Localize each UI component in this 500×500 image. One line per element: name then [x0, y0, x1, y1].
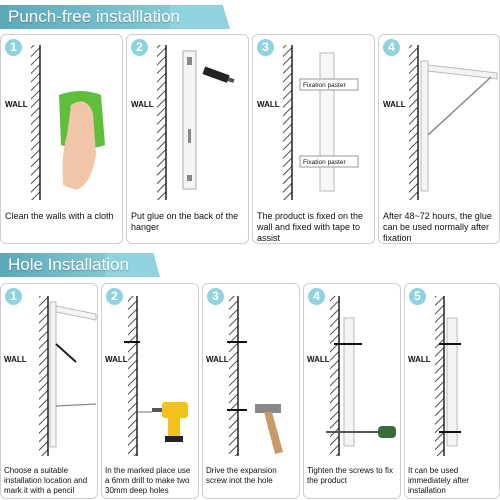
- step-caption: Drive the expansion screw inot the hole: [206, 466, 277, 485]
- step-card-top-3: 3 WALL Fixation paster Fixation paster T…: [252, 34, 375, 244]
- svg-text:Fixation paster: Fixation paster: [303, 159, 346, 166]
- wall-label: WALL: [307, 355, 330, 364]
- step-card-bottom-5: 5 WALL It can be used immediately after …: [404, 283, 500, 499]
- wall-label: WALL: [4, 355, 27, 364]
- section-title: Hole Installation: [8, 255, 129, 274]
- wall-label: WALL: [131, 100, 154, 109]
- wall-label: WALL: [383, 100, 406, 109]
- section-title: Punch-free installlation: [8, 7, 180, 26]
- step-card-bottom-2: 2 WALL In the marked place use a 6mm dri…: [101, 283, 199, 499]
- fixation-paster-top: [299, 78, 359, 91]
- step-caption: After 48~72 hours, the glue can be used …: [383, 211, 492, 243]
- installed-illustration: WALL: [383, 45, 498, 200]
- step-caption: In the marked place use a 6mm drill to m…: [105, 466, 191, 495]
- screwdriver-icon: [326, 426, 396, 438]
- step-card-top-1: 1 WALL Clean the walls with a cloth: [0, 34, 123, 244]
- arm-icon: [427, 64, 498, 80]
- drill-icon: [152, 402, 188, 442]
- wall-label: WALL: [408, 355, 431, 364]
- finished-illustration: WALL: [408, 296, 461, 456]
- fixation-illustration: WALL Fixation paster Fixation paster: [257, 45, 359, 200]
- step-caption: It can be used immediately after install…: [408, 466, 469, 495]
- hanger-icon: [319, 52, 335, 192]
- banner-hole-installation: Hole Installation: [0, 250, 160, 280]
- step-number: 3: [257, 39, 274, 56]
- wall-label: WALL: [206, 355, 229, 364]
- glue-illustration: WALL: [131, 45, 235, 200]
- step-card-top-4: 4 WALL After 48~72 hours, the glue can b…: [378, 34, 500, 244]
- drill-illustration: WALL: [105, 296, 188, 456]
- hanger-back-icon: [182, 50, 197, 190]
- step-caption: Put glue on the back of the hanger: [131, 211, 239, 232]
- step-number: 2: [131, 39, 148, 56]
- wall-label: WALL: [5, 100, 28, 109]
- svg-text:Fixation paster: Fixation paster: [303, 82, 346, 89]
- clean-illustration: WALL: [5, 45, 105, 200]
- step-caption: Clean the walls with a cloth: [5, 211, 114, 221]
- step-caption: The product is fixed on the wall and fix…: [257, 211, 364, 243]
- step-card-bottom-3: 3 WALL Drive the expansion screw inot th…: [202, 283, 300, 499]
- step-number: 2: [106, 288, 123, 305]
- step-number: 3: [207, 288, 224, 305]
- step-caption: Tighten the screws to fix the product: [307, 466, 393, 485]
- pencil-icon: [55, 343, 77, 363]
- glue-tube-icon: [202, 66, 235, 84]
- hammer-illustration: WALL: [206, 296, 283, 456]
- banner-punch-free: Punch-free installlation: [0, 2, 230, 32]
- step-number: 4: [383, 39, 400, 56]
- step-caption: Choose a suitable installation location …: [4, 466, 88, 495]
- step-card-bottom-1: 1 WALL Choose a suitable installation lo…: [0, 283, 98, 499]
- step-number: 4: [308, 288, 325, 305]
- fixation-paster-bottom: [299, 155, 359, 168]
- step-card-top-2: 2 WALL Put glue on the back of the hange…: [126, 34, 249, 244]
- wall-label: WALL: [105, 355, 128, 364]
- wall-label: WALL: [257, 100, 280, 109]
- hand-icon: [62, 101, 96, 190]
- hammer-icon: [255, 404, 283, 454]
- screwdriver-illustration: WALL: [307, 296, 396, 456]
- step-number: 1: [5, 288, 22, 305]
- mark-illustration: WALL: [4, 296, 97, 456]
- step-number: 5: [409, 288, 426, 305]
- step-card-bottom-4: 4 WALL Tighten the screws to fix the pro…: [303, 283, 401, 499]
- hanger-icon: [420, 60, 429, 192]
- step-number: 1: [5, 39, 22, 56]
